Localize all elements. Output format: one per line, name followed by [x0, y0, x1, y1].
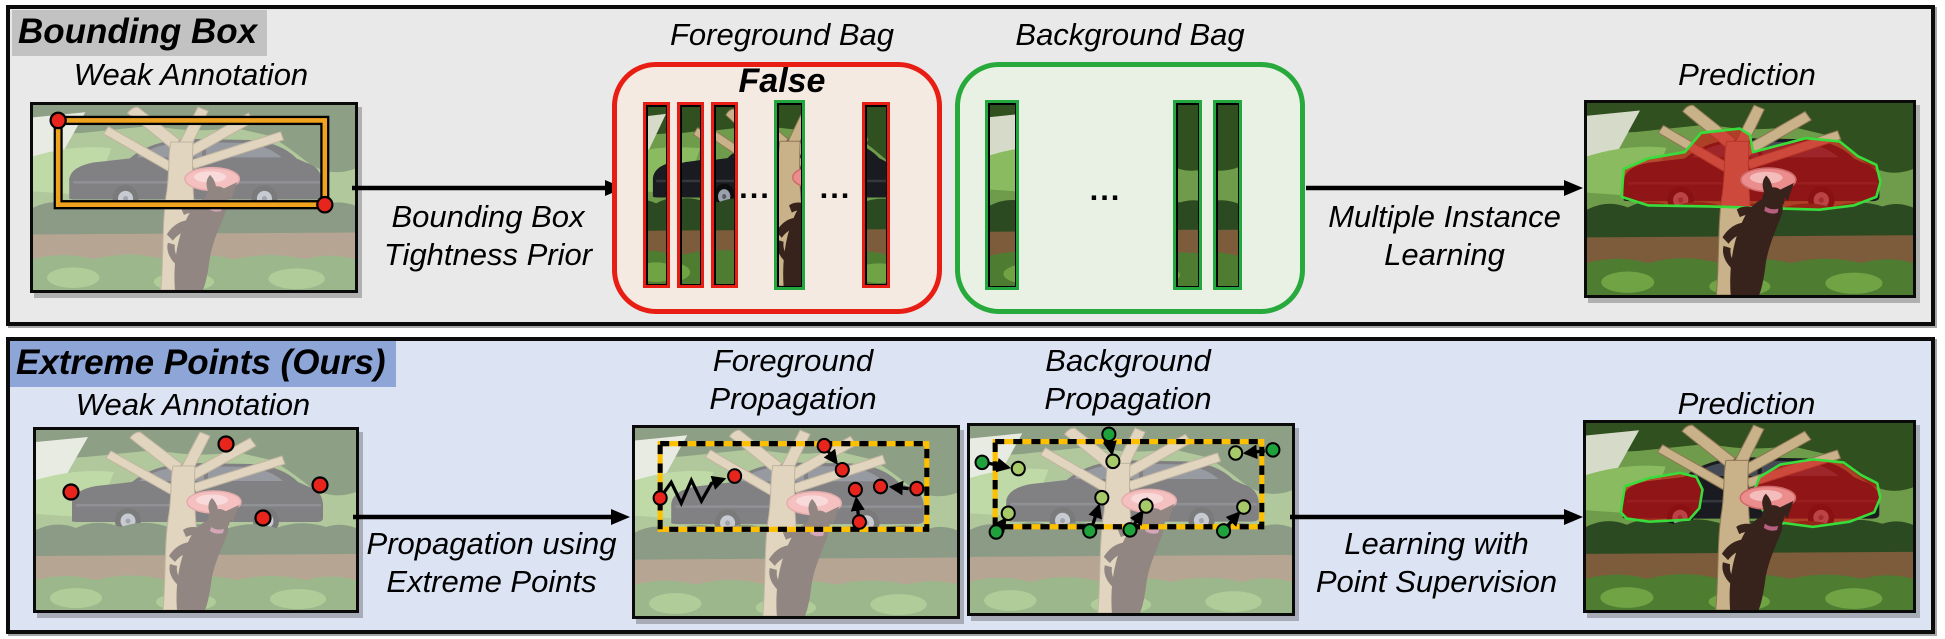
background-propagation-image [967, 423, 1295, 616]
weak-annotation-label-top: Weak Annotation [73, 57, 309, 92]
scene-foreground-propagation [635, 428, 957, 616]
prediction-mask-car-and-tree [1620, 127, 1882, 212]
foreground-bag-strip-negative-1 [643, 102, 670, 288]
weak-annotation-label-bottom: Weak Annotation [75, 387, 311, 422]
zigzag-propagation-arrow [658, 475, 727, 508]
scene-background-propagation [970, 426, 1292, 613]
arrow-point-supervision-label: Learning with Point Supervision [1315, 526, 1558, 599]
prediction-label-top: Prediction [1678, 57, 1816, 92]
foreground-bag-strip-negative-4 [862, 102, 890, 288]
weak-annotation-image-extreme-points [33, 427, 359, 613]
extreme-points-panel-title: Extreme Points (Ours) [10, 341, 396, 387]
scene-prediction-bottom [1586, 423, 1913, 610]
background-bag-strip-2 [1173, 100, 1202, 290]
arrow-bbox-tightness [352, 180, 624, 196]
background-bag-title: Background Bag [1015, 17, 1245, 52]
background-propagation-title: Background Propagation [1044, 343, 1212, 416]
prediction-image-bottom [1583, 420, 1916, 613]
background-bag-strip-3 [1213, 100, 1242, 290]
arrow-multiple-instance-learning [1306, 180, 1583, 196]
propagation-arrows [658, 448, 909, 516]
foreground-bag-ellipsis-1: ... [739, 170, 771, 205]
bbox-corner-point-bottomright [316, 195, 334, 214]
background-points-propagated [1000, 445, 1252, 522]
foreground-bag-strip-positive [774, 100, 805, 290]
extreme-point-left [62, 483, 80, 501]
arrow-propagation [353, 509, 630, 525]
extreme-points [62, 435, 329, 527]
scene-weak-annotation-bbox [33, 105, 355, 290]
weak-annotation-image-bbox [30, 102, 358, 293]
extreme-point-right [311, 476, 329, 494]
extreme-point-bottom [254, 509, 272, 527]
background-bag-strip-1 [985, 100, 1019, 290]
background-propagation-arrows [988, 440, 1265, 534]
extreme-point-top [217, 435, 235, 453]
foreground-propagation-image [632, 425, 960, 619]
bounding-box-panel-title: Bounding Box [12, 10, 268, 56]
foreground-points [652, 437, 925, 530]
foreground-bag-title: Foreground Bag [669, 17, 895, 52]
foreground-bag-strip-negative-3 [711, 102, 738, 288]
bbox-corner-point-topleft [49, 111, 67, 130]
foreground-bag-verdict: False [738, 62, 826, 100]
arrow-bbox-tightness-label: Bounding Box Tightness Prior [383, 199, 593, 272]
arrow-propagation-label: Propagation using Extreme Points [366, 526, 617, 599]
scene-weak-annotation-points [36, 430, 356, 610]
foreground-propagation-title: Foreground Propagation [709, 343, 877, 416]
background-points-outside [974, 426, 1281, 540]
scene-prediction-top [1587, 103, 1913, 295]
arrow-point-supervision [1290, 509, 1583, 525]
arrow-mil-label: Multiple Instance Learning [1328, 199, 1561, 272]
prediction-image-top [1584, 100, 1916, 298]
foreground-bag-ellipsis-2: ... [819, 170, 852, 205]
prediction-label-bottom: Prediction [1677, 386, 1816, 421]
foreground-bag-strip-negative-2 [677, 102, 704, 288]
background-bag-ellipsis: ... [1089, 172, 1122, 207]
